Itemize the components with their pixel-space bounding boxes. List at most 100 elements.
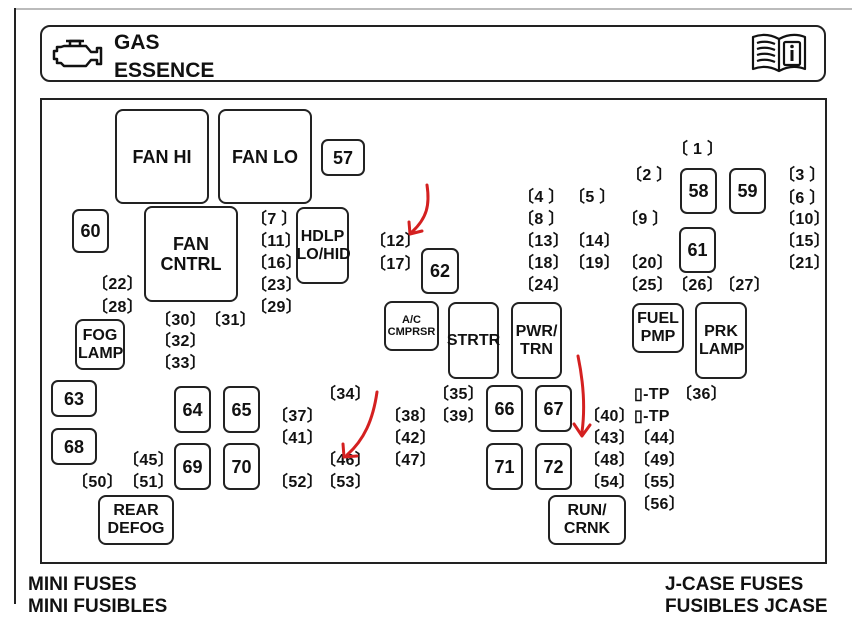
mini-fuse-15-label: 15 (795, 233, 814, 250)
annotation-arrow-fuse-43 (576, 354, 586, 434)
jcase-fuse-65-label: 65 (231, 399, 252, 420)
mini-fuse-16: 〔16〕 (251, 255, 303, 272)
relay-fan-lo-label: FAN LO (232, 146, 298, 167)
mini-fuse-22-label: 22 (108, 276, 127, 293)
mini-fuse-43: 〔43〕 (584, 430, 636, 447)
relay-fuel-pmp-label: FUEL PMP (637, 310, 679, 345)
jcase-fuse-72-label: 72 (543, 456, 564, 477)
mini-fuse-4-label: 4 (534, 189, 544, 206)
jcase-fuse-61: 61 (679, 227, 716, 273)
mini-fuse-44: 〔44〕 (634, 430, 686, 447)
mini-fuse-37: 〔37〕 (272, 408, 324, 425)
jcase-fuse-71-label: 71 (494, 456, 515, 477)
mini-fuse-25-label: 25 (638, 277, 657, 294)
outer-frame-left (14, 8, 16, 604)
relay-ac-cmprsr: A/C CMPRSR (384, 301, 439, 351)
mini-fuse-35-label: 35 (449, 386, 468, 403)
mini-fuse-15: 〔15〕 (779, 233, 831, 250)
mini-fuse-11-label: 11 (267, 233, 285, 250)
mini-fuse-51-label: 51 (139, 474, 158, 491)
mini-fuse-22: 〔22〕 (92, 276, 144, 293)
mini-fuse-23: 〔23〕 (251, 277, 303, 294)
jcase-fuse-66: 66 (486, 385, 523, 432)
mini-fuse-50: 〔50〕 (72, 474, 124, 491)
mini-fuse-42: 〔42〕 (385, 430, 437, 447)
footer-jcase-fuses-en: J-CASE FUSES (665, 574, 804, 595)
mini-fuse-10-label: 10 (795, 211, 814, 228)
mini-fuse-20: 〔20〕 (622, 255, 674, 272)
mini-fuse-32: 〔32〕 (155, 333, 207, 350)
relay-pwr-trn-label: PWR/ TRN (515, 322, 558, 358)
mini-fuse-29: 〔29〕 (251, 299, 303, 316)
mini-fuse-6-label: 6 (795, 190, 805, 207)
relay-run-crnk: RUN/ CRNK (548, 495, 626, 545)
mini-fuse-21: 〔21〕 (779, 255, 831, 272)
jcase-fuse-70-label: 70 (231, 456, 252, 477)
jcase-fuse-72: 72 (535, 443, 572, 490)
mini-fuse-9: 〔9 〕 (622, 211, 669, 228)
mini-fuse-56: 〔56〕 (634, 496, 686, 513)
header-title-line2: ESSENCE (114, 59, 215, 82)
relay-ac-cmprsr-label: A/C CMPRSR (387, 314, 436, 338)
mini-fuse-17: 〔17〕 (370, 256, 422, 273)
relay-fan-hi-label: FAN HI (132, 146, 192, 167)
mini-fuse-55-label: 55 (650, 474, 669, 491)
mini-fuse-18: 〔18〕 (518, 255, 570, 272)
mini-fuse-41-label: 41 (288, 430, 307, 447)
mini-fuse-31-label: 31 (221, 312, 240, 329)
mini-fuse-7: 〔7 〕 (251, 211, 298, 228)
mini-fuse-28: 〔28〕 (92, 299, 144, 316)
mini-fuse-53-label: 53 (336, 474, 355, 491)
mini-fuse-14: 〔14〕 (569, 233, 621, 250)
mini-fuse-39-label: 39 (449, 408, 468, 425)
mini-fuse-12-label: 12 (386, 233, 405, 250)
mini-fuse-34: 〔34〕 (320, 386, 372, 403)
mini-fuse-45: 〔45〕 (123, 452, 175, 469)
footer-jcase-fuses-fr: FUSIBLES JCASE (665, 596, 828, 617)
manual-info-icon[interactable] (750, 31, 808, 75)
mini-fuse-3: 〔3 〕 (779, 167, 826, 184)
mini-fuse-21-label: 21 (795, 255, 814, 272)
annotation-arrows (341, 183, 592, 459)
mini-fuse-44-label: 44 (650, 430, 669, 447)
mini-fuse-48: 〔48〕 (584, 452, 636, 469)
mini-fuse-42-label: 42 (401, 430, 420, 447)
relay-fan-cntrl: FAN CNTRL (144, 206, 238, 302)
mini-fuse-27: 〔27〕 (719, 277, 771, 294)
mini-fuse-38: 〔38〕 (385, 408, 437, 425)
mini-fuse-9-label: 9 (638, 211, 648, 228)
mini-fuse-8-label: 8 (534, 211, 544, 228)
mini-fuse-27-label: 27 (735, 277, 754, 294)
jcase-fuse-58: 58 (680, 168, 717, 214)
mini-fuse-51: 〔51〕 (123, 474, 175, 491)
mini-fuse-13-label: 13 (534, 233, 553, 250)
mini-fuse-1: 〔 1 〕 (672, 141, 724, 158)
jcase-fuse-67: 67 (535, 385, 572, 432)
mini-fuse-tp-1-label: TP (648, 386, 670, 403)
mini-fuse-19-label: 19 (585, 255, 604, 272)
mini-fuse-25: 〔25〕 (622, 277, 674, 294)
mini-fuse-38-label: 38 (401, 408, 420, 425)
mini-fuse-29-label: 29 (267, 299, 286, 316)
jcase-fuse-59: 59 (729, 168, 766, 214)
mini-fuse-36-label: 36 (692, 386, 711, 403)
annotation-arrow-fuse-12 (410, 183, 430, 234)
fuse-panel (40, 98, 827, 564)
jcase-fuse-68: 68 (51, 428, 97, 465)
annotation-arrow-fuse-46 (345, 390, 379, 457)
mini-fuse-35: 〔35〕 (433, 386, 485, 403)
relay-run-crnk-label: RUN/ CRNK (563, 502, 611, 537)
jcase-fuse-57-label: 57 (332, 147, 354, 168)
annotation-arrowhead-fuse-12 (407, 220, 424, 236)
jcase-fuse-59-label: 59 (737, 181, 758, 201)
mini-fuse-47: 〔47〕 (385, 452, 437, 469)
mini-fuse-40: 〔40〕 (584, 408, 636, 425)
relay-strtr: STRTR (447, 302, 500, 379)
mini-fuse-24-label: 24 (534, 277, 553, 294)
mini-fuse-43-label: 43 (600, 430, 619, 447)
mini-fuse-45-label: 45 (139, 452, 158, 469)
mini-fuse-39: 〔39〕 (433, 408, 485, 425)
relay-prk-lamp-label: PRK LAMP (699, 322, 745, 358)
mini-fuse-5: 〔5 〕 (569, 189, 616, 206)
mini-fuse-52: 〔52〕 (272, 474, 324, 491)
